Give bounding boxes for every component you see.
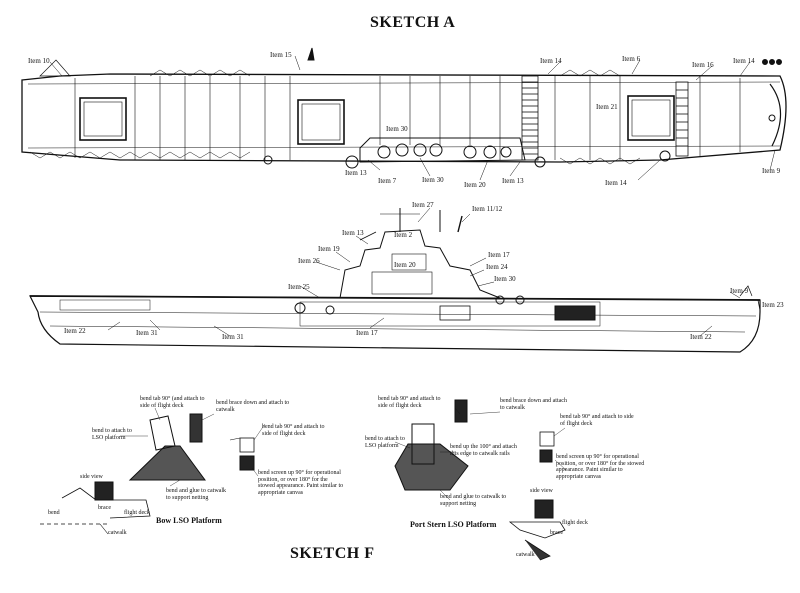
profile-label-item-22b: Item 22	[690, 333, 712, 341]
plan-label-item-14c: Item 14	[605, 179, 627, 187]
bow-note-3: bend to attach to LSO platform	[92, 428, 132, 441]
stern-note-2: bend brace down and attach to catwalk	[500, 398, 567, 411]
profile-label-item-19: Item 19	[318, 245, 340, 253]
profile-label-item-20: Item 20	[394, 261, 416, 269]
bow-lso-caption: Bow LSO Platform	[156, 516, 222, 525]
bow-brace-label: brace	[98, 505, 111, 511]
plan-label-item-30b: Item 30	[422, 176, 444, 184]
stern-lso-caption: Port Stern LSO Platform	[410, 520, 497, 529]
stern-lso-diagram	[394, 399, 567, 561]
bow-note-1: bend tab 90° (and attach to side of flig…	[140, 396, 205, 409]
bow-note-5: bend screen up 90° for operational posit…	[258, 470, 344, 496]
bow-note-6: bend and glue to catwalk to support nett…	[166, 488, 226, 501]
stern-brace-label: brace	[550, 530, 563, 536]
profile-label-item-17: Item 17	[488, 251, 510, 259]
plan-label-item-30a: Item 30	[386, 125, 408, 133]
flight-deck-plan	[21, 47, 787, 181]
stern-note-7: bend and glue to catwalk to support nett…	[440, 494, 507, 507]
stern-note-5: bend up the 100° and attach this edge to…	[450, 444, 517, 457]
stern-note-3: bend to attach to LSO platform	[365, 436, 405, 449]
plan-label-item-14a: Item 14	[540, 57, 562, 65]
plan-label-item-20: Item 20	[464, 181, 486, 189]
plan-label-item-10: Item 10	[28, 57, 50, 65]
profile-label-item-25: Item 25	[288, 283, 310, 291]
plan-label-item-6: Item 6	[622, 55, 641, 63]
profile-label-item-17b: Item 17	[356, 329, 378, 337]
plan-label-item-13b: Item 13	[502, 177, 524, 185]
ship-profile	[29, 207, 761, 353]
profile-label-item-24: Item 24	[486, 263, 508, 271]
profile-label-item-26: Item 26	[298, 257, 320, 265]
bow-note-4: bend tab 90° and attach to side of fligh…	[262, 424, 325, 437]
stern-flight-deck-label: flight deck	[562, 520, 588, 526]
bow-side-view-label: side view	[80, 474, 103, 480]
profile-label-item-31a: Item 31	[136, 329, 158, 337]
stern-note-6: bend screen up 90° for operational posit…	[556, 454, 645, 480]
profile-label-item-11-12: Item 11/12	[472, 205, 503, 213]
profile-label-item-23: Item 23	[762, 301, 784, 309]
profile-label-item-13: Item 13	[342, 229, 364, 237]
bow-note-2: bend brace down and attach to catwalk	[216, 400, 290, 413]
plan-label-item-9: Item 9	[762, 167, 781, 175]
profile-label-item-2: Item 2	[394, 231, 413, 239]
stern-catwalk-label: catwalk	[516, 552, 535, 558]
stern-side-view-label: side view	[530, 488, 553, 494]
plan-label-item-15: Item 15	[270, 51, 292, 59]
bow-lso-diagram	[40, 407, 266, 535]
plan-label-item-14b: Item 14	[733, 57, 755, 65]
profile-label-item-30: Item 30	[494, 275, 516, 283]
bow-catwalk-label: catwalk	[108, 530, 127, 536]
stern-note-4: bend tab 90° and attach to side of fligh…	[560, 414, 634, 427]
profile-label-item-9: Item 9	[730, 287, 749, 295]
bow-bend-label: bend	[48, 510, 60, 516]
profile-label-item-27: Item 27	[412, 201, 434, 209]
profile-label-item-31b: Item 31	[222, 333, 244, 341]
stern-note-1: bend tab 90° and attach to side of fligh…	[378, 396, 441, 409]
bow-flight-deck-label: flight deck	[124, 510, 150, 516]
profile-label-item-22a: Item 22	[64, 327, 86, 335]
plan-label-item-13a: Item 13	[345, 169, 367, 177]
plan-label-item-21: Item 21	[596, 103, 618, 111]
plan-label-item-16: Item 16	[692, 61, 714, 69]
sketch-f-title: SKETCH F	[290, 545, 375, 562]
plan-label-item-7: Item 7	[378, 177, 397, 185]
sketch-a-title: SKETCH A	[370, 14, 456, 31]
